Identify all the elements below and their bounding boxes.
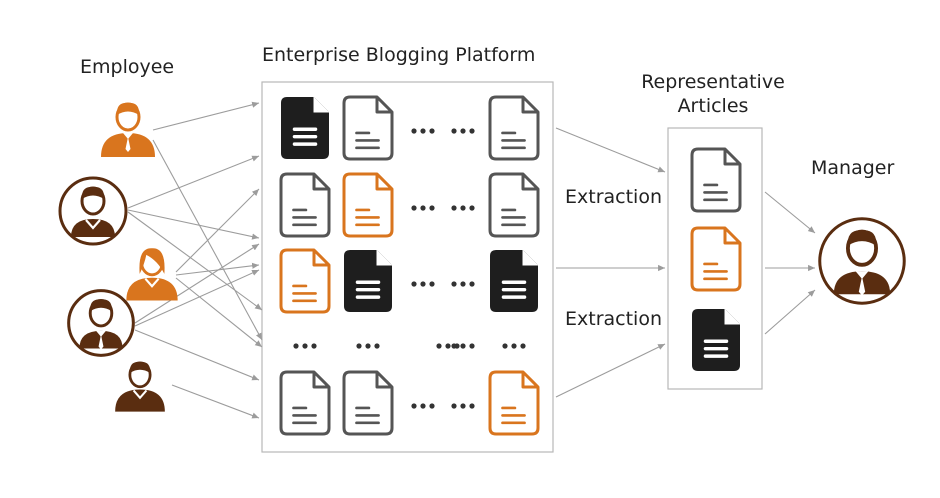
platform-cell-r4-c1 [293,343,317,349]
representative-documents [690,147,742,371]
platform-cell-r2-c3-b [451,205,475,211]
employee-1-man-tie-icon [101,102,155,157]
representative-label-line2: Articles [677,95,749,117]
extraction-label-top: Extraction [565,186,662,208]
representative-article-3-document-icon [692,309,740,371]
platform-cell-r5-c3-b [451,403,475,409]
platform-cell-r5-c3-a [411,403,435,409]
platform-cell-r3-c1-document-icon [279,248,331,314]
platform-cell-r2-c1-document-icon [279,172,331,238]
representative-label-line1: Representative [641,71,785,93]
arrow-emp4-row3 [134,269,260,327]
platform-cell-r5-c3 [411,403,475,409]
platform-cell-r1-c1-document-icon [281,97,329,159]
representative-articles-label: Representative Articles [636,70,790,118]
arrow-emp4-row5 [134,329,260,381]
arrow-emp4-row2 [134,243,260,324]
platform-cell-r2-c3-a [411,205,435,211]
platform-cell-r1-c3-b [451,128,475,134]
platform-cell-r3-c4-document-icon [490,250,538,312]
platform-separator-ellipsis-extra [451,343,475,349]
platform-cell-r2-c4-document-icon [488,172,540,238]
people-icons [58,102,906,412]
employee-5-man-sweater-icon [115,361,165,412]
arrow-emp2-row2 [127,209,260,240]
arrow-emp3-row4 [175,277,263,348]
employee-to-platform-arrows [127,101,263,419]
platform-cell-r5-c1-document-icon [279,370,331,436]
arrow-platform-rep3 [555,343,666,398]
representative-article-2-document-icon [690,226,742,292]
arrow-rep-manager-1 [764,191,816,234]
platform-cell-r1-c3 [411,128,475,134]
platform-label: Enterprise Blogging Platform [262,44,536,66]
platform-cell-r4-c4 [502,343,526,349]
employee-label: Employee [80,56,175,78]
platform-document-grid [279,95,540,436]
employee-3-woman-icon [126,248,178,301]
platform-cell-r5-c4-document-icon [488,370,540,436]
platform-cell-r2-c2-document-icon [342,172,394,238]
platform-cell-r3-c2-document-icon [344,250,392,312]
manager-manager-icon [818,217,906,305]
platform-cell-r1-c2-document-icon [342,95,394,161]
representative-article-1-document-icon [690,147,742,213]
arrow-platform-rep1 [555,127,666,173]
platform-to-representative-arrows [555,127,666,398]
arrow-emp2-row3 [127,211,263,311]
manager-label: Manager [811,157,895,179]
employee-4-man-suit-circle-icon [67,289,135,357]
arrow-emp3-row2 [175,188,260,273]
arrow-emp2-row1 [127,155,260,209]
employee-2-man-circle-icon [58,176,128,246]
arrow-emp5-row5 [171,384,260,419]
platform-cell-r3-c3 [411,281,475,287]
arrow-emp1-row1 [152,101,260,131]
platform-cell-r1-c3-a [411,128,435,134]
arrow-rep-manager-3 [764,289,816,335]
representative-to-manager-arrows [764,191,816,335]
platform-cell-r3-c3-b [451,281,475,287]
platform-cell-r2-c3 [411,205,475,211]
platform-cell-r3-c3-a [411,281,435,287]
platform-cell-r5-c2-document-icon [342,370,394,436]
platform-cell-r1-c4-document-icon [488,95,540,161]
extraction-label-bottom: Extraction [565,308,662,330]
platform-cell-r4-c2 [356,343,380,349]
